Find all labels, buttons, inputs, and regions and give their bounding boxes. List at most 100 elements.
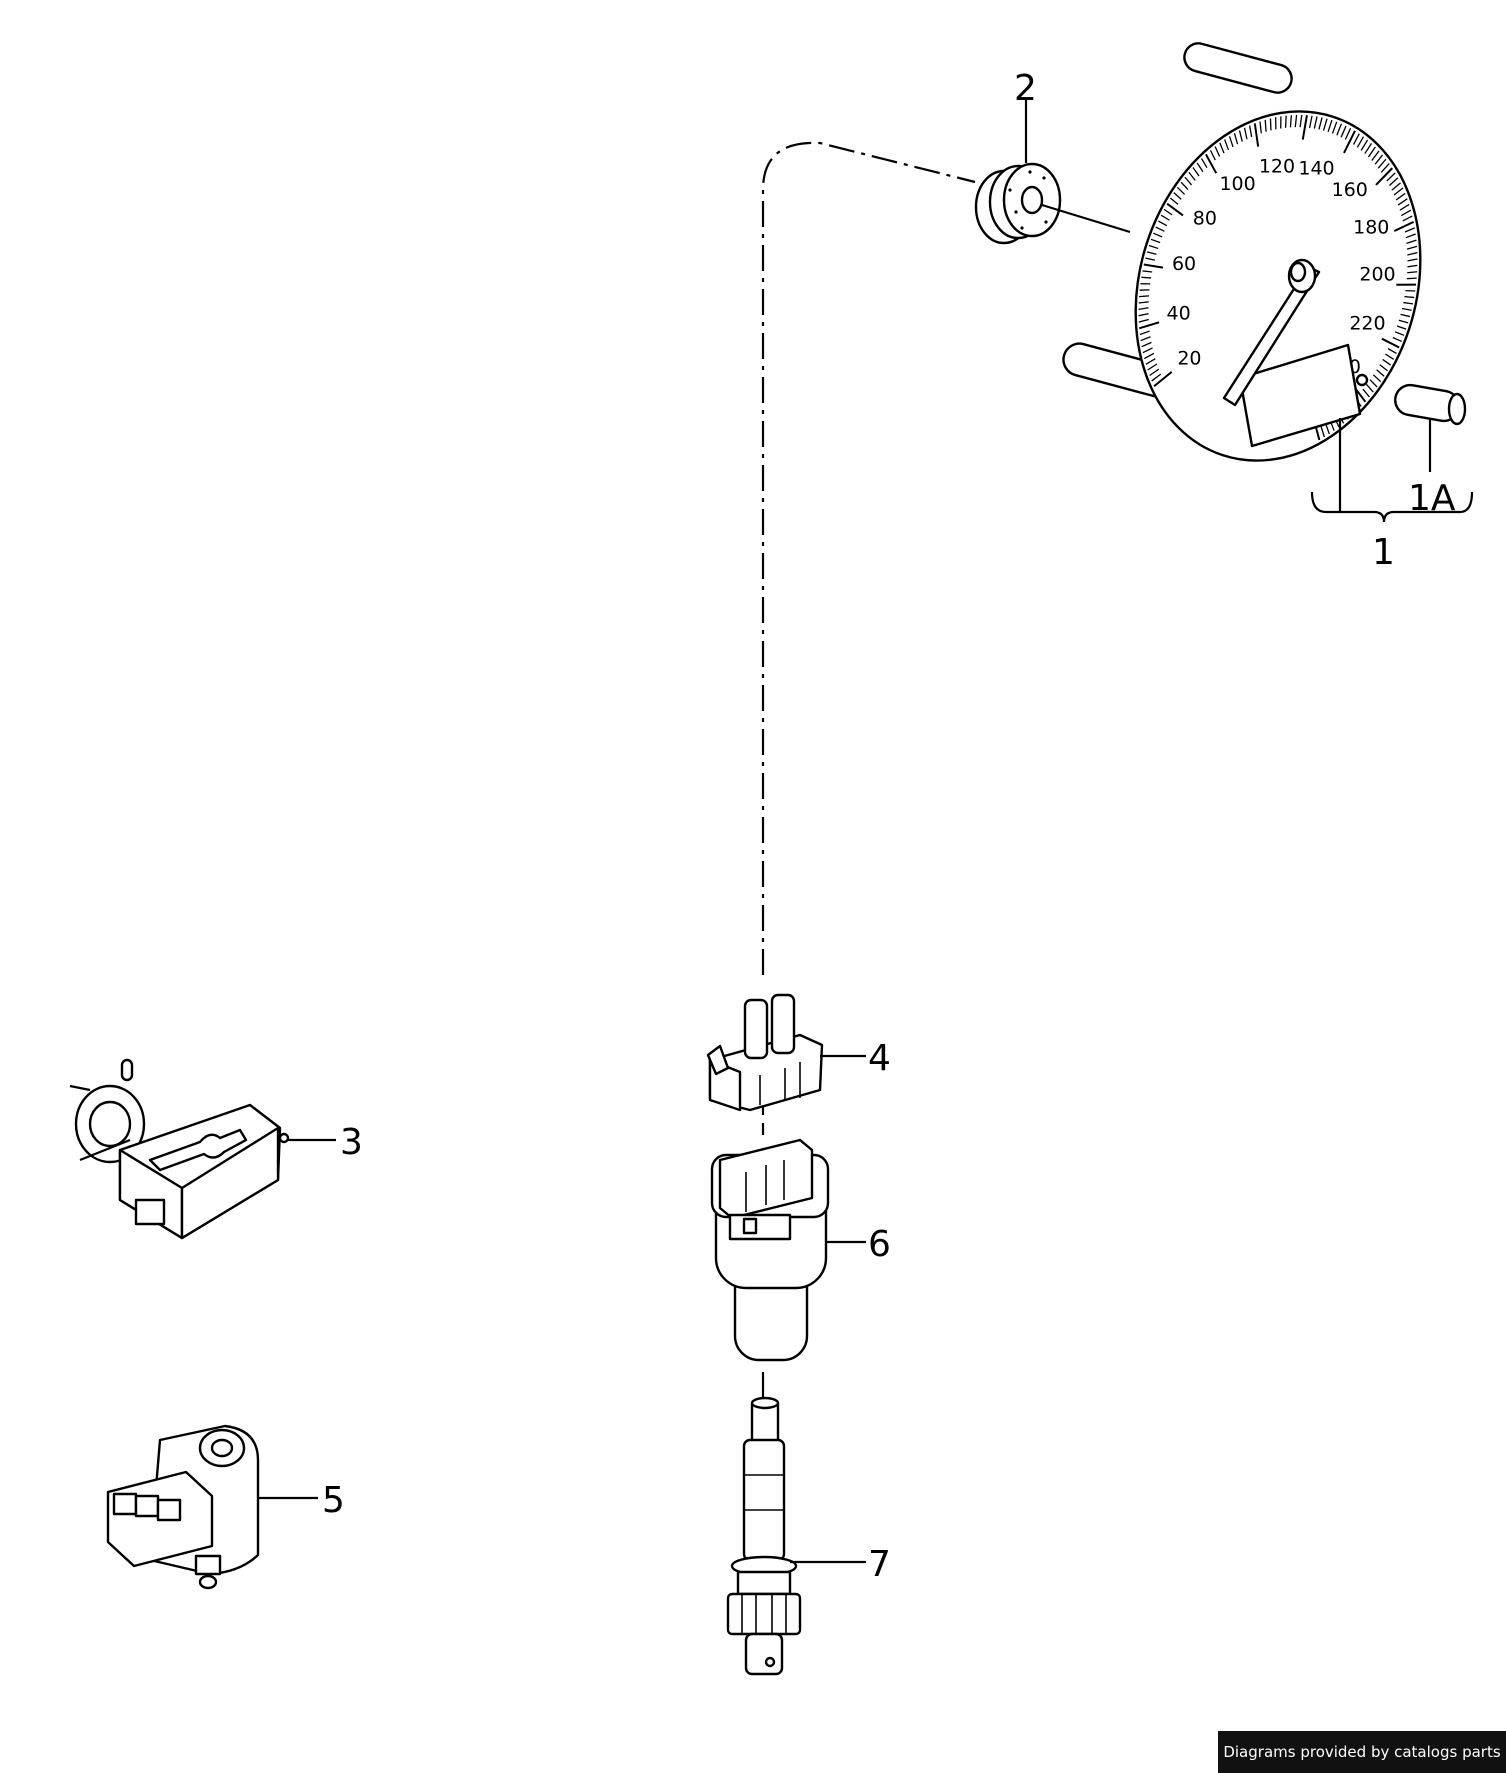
grommet-part-2 — [974, 100, 1131, 245]
dial-tick — [1406, 239, 1417, 245]
dial-tick — [1284, 115, 1287, 128]
dial-tick — [1142, 270, 1153, 273]
dial-tick — [1138, 307, 1149, 311]
dial-tick — [1228, 136, 1234, 148]
dial-tick — [1253, 123, 1260, 147]
dial-tick — [1145, 358, 1156, 365]
dial-tick — [1375, 167, 1394, 186]
dial-tick — [1313, 116, 1318, 129]
dial-tick — [1382, 358, 1392, 366]
dial-tick — [1371, 150, 1380, 161]
dial-tick — [1343, 130, 1356, 154]
dial-tick — [1138, 318, 1149, 323]
dial-tick — [1356, 136, 1365, 148]
dial-tick — [1140, 336, 1151, 342]
dial-tick — [1364, 143, 1373, 154]
sender-part-6 — [710, 1138, 830, 1400]
dial-tick — [1138, 321, 1160, 330]
diagram-credit-badge: Diagrams provided by catalogs parts — [1218, 1731, 1506, 1773]
dial-tick — [1374, 154, 1384, 165]
dial-tick — [1385, 353, 1395, 360]
dial-tick — [1180, 181, 1189, 191]
dial-tick — [1139, 330, 1150, 336]
callout-4: 4 — [868, 1038, 891, 1079]
dial-tick — [1381, 337, 1400, 349]
switch-part-3 — [69, 1058, 290, 1240]
dial-tick — [1407, 264, 1418, 268]
callout-1: 1 — [1372, 532, 1395, 573]
dial-tick — [1401, 209, 1412, 217]
dial-tick — [1192, 167, 1200, 177]
dial-tick — [1148, 244, 1159, 250]
dial-tick — [1322, 118, 1328, 131]
dial-tick — [1138, 301, 1149, 304]
dial-tick — [1150, 238, 1161, 244]
dial-tick — [1243, 127, 1248, 140]
dial-tick — [1403, 301, 1414, 305]
dial-tick — [1372, 374, 1382, 383]
dial-tick — [1340, 125, 1347, 138]
dial-tick — [1407, 258, 1418, 262]
dial-label: 20 — [1177, 348, 1201, 370]
dial-tick — [1169, 197, 1179, 205]
dial-tick — [1145, 257, 1155, 261]
dial-tick — [1138, 312, 1149, 317]
dial-tick — [1289, 115, 1293, 128]
dial-label: 80 — [1193, 207, 1217, 229]
callout-6: 6 — [868, 1224, 891, 1265]
dial-tick — [1205, 153, 1218, 174]
dial-tick — [1394, 331, 1405, 336]
dial-tick — [1336, 123, 1343, 136]
callout-1a: 1A — [1408, 478, 1456, 519]
speedometer-needle — [1222, 258, 1321, 407]
dial-tick — [1149, 368, 1160, 377]
dial-tick — [1406, 245, 1418, 250]
dial-tick — [1163, 208, 1173, 216]
dial-tick — [1158, 220, 1168, 227]
dial-label: 220 — [1349, 313, 1385, 335]
dial-label: 120 — [1259, 155, 1295, 177]
dial-tick — [1392, 336, 1402, 343]
dial-label: 180 — [1353, 216, 1389, 238]
dial-tick — [1393, 187, 1404, 196]
callout-2: 2 — [1014, 68, 1037, 109]
dial-tick — [1320, 426, 1325, 438]
dial-tick — [1395, 192, 1406, 201]
dial-tick — [1396, 325, 1407, 330]
dial-tick — [1397, 198, 1408, 206]
dial-tick — [1214, 146, 1221, 157]
dial-tick — [1151, 373, 1162, 382]
dial-label: 40 — [1167, 303, 1191, 325]
dial-tick — [1327, 119, 1333, 133]
dial-tick — [1160, 214, 1170, 221]
dial-tick — [1200, 158, 1208, 169]
dial-tick — [1404, 227, 1416, 233]
dial-tick — [1155, 226, 1165, 232]
callout-3: 3 — [340, 1122, 363, 1163]
dial-tick — [1377, 158, 1387, 169]
dial-tick — [1139, 295, 1150, 298]
dial-tick — [1366, 384, 1374, 393]
dial-tick — [1387, 348, 1397, 355]
dial-tick — [1344, 127, 1352, 140]
dial-tick — [1331, 121, 1338, 134]
dial-tick — [1153, 232, 1163, 238]
dial-tick — [1166, 202, 1184, 217]
dial-tick — [1299, 114, 1303, 128]
speedometer-cable-line — [761, 141, 976, 975]
dial-tick — [1318, 117, 1323, 130]
dial-tick — [1259, 121, 1262, 134]
dial-tick — [1379, 364, 1388, 372]
dial-tick — [1388, 177, 1399, 186]
switch-part-5 — [106, 1424, 260, 1590]
dial-tick — [1367, 146, 1376, 158]
dial-tick — [1393, 220, 1415, 232]
dial-label: 200 — [1359, 264, 1395, 286]
dial-tick — [1405, 233, 1416, 239]
dial-tick — [1400, 313, 1411, 318]
dial-tick — [1249, 125, 1253, 138]
dial-tick — [1301, 115, 1308, 140]
callout-7: 7 — [868, 1544, 891, 1585]
dial-tick — [1401, 307, 1412, 311]
